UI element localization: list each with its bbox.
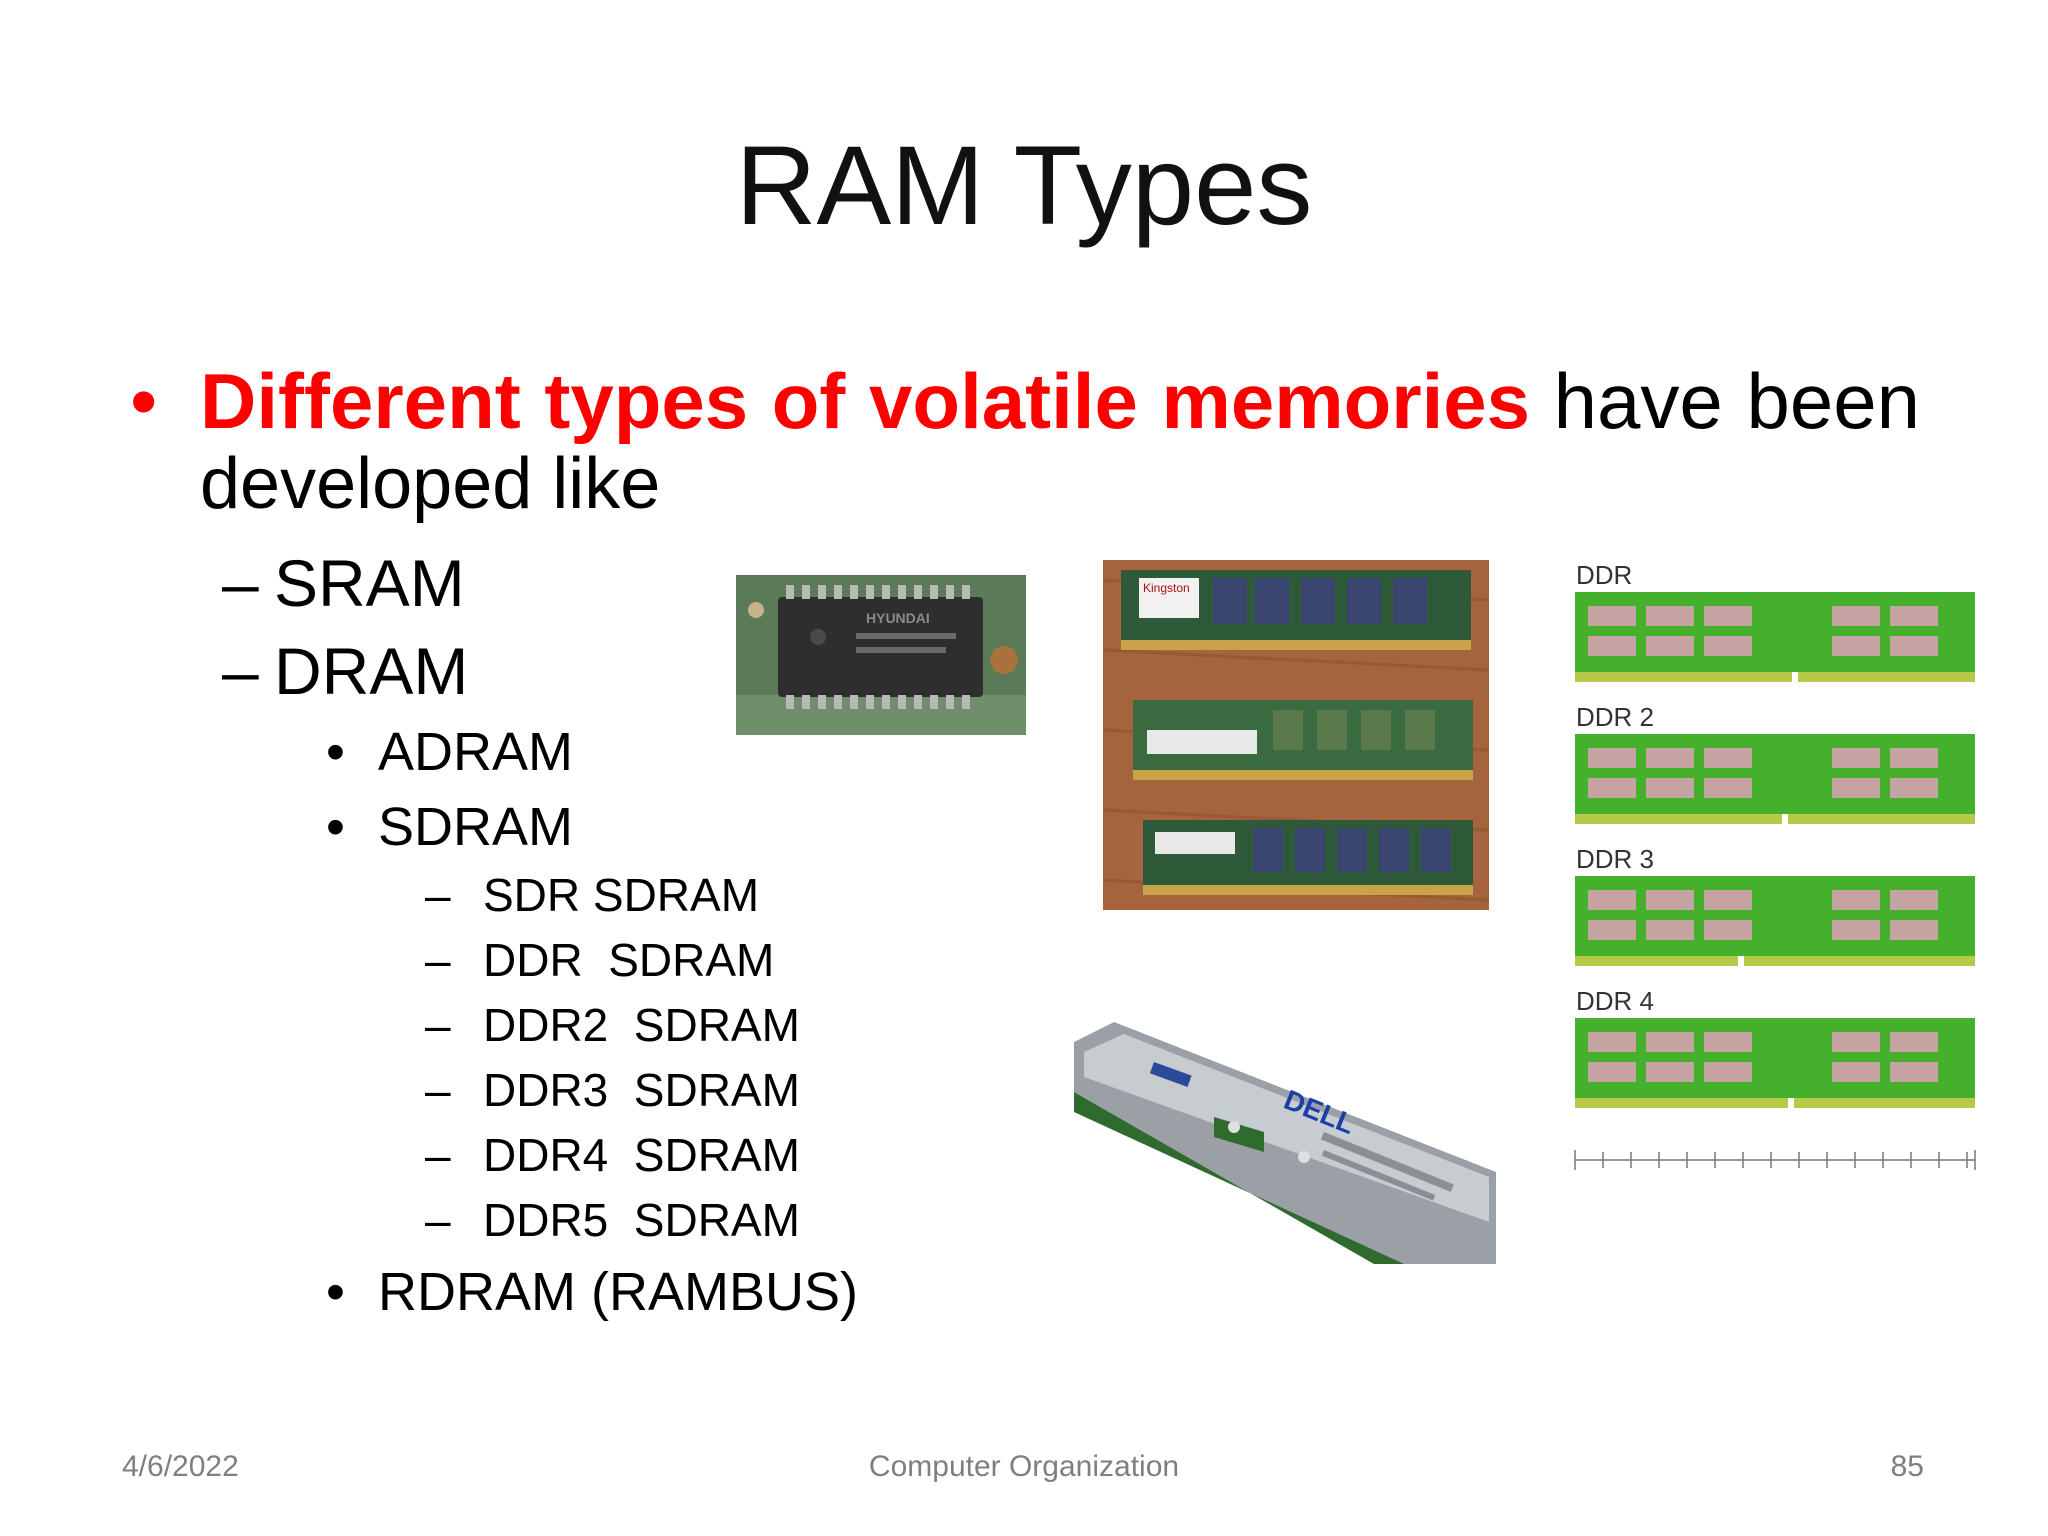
ddr-generations-diagram: DDR DDR 2 DDR 3 DDR 4: [1570, 560, 1980, 1180]
list-item-sdram: • SDRAM: [326, 797, 573, 857]
item-label: SDRAM: [378, 797, 574, 857]
item-label: DDR2 SDRAM: [483, 999, 800, 1051]
item-label: SRAM: [274, 546, 465, 620]
list-item-rdram: • RDRAM (RAMBUS): [326, 1262, 858, 1322]
ddr2-module: [1575, 734, 1975, 826]
item-label: DDR SDRAM: [483, 934, 775, 986]
item-label: SDR SDRAM: [483, 869, 760, 921]
slide-title: RAM Types: [735, 123, 1313, 248]
footer-date: 4/6/2022: [122, 1450, 239, 1483]
list-item-ddr-sdram: –DDR SDRAM: [425, 935, 774, 985]
ddr4-module: [1575, 1018, 1975, 1110]
dash-marker: –: [425, 1064, 451, 1116]
list-item-sram: –SRAM: [222, 548, 465, 618]
bullet-rest-text: have been: [1553, 357, 1920, 445]
list-item-ddr3-sdram: –DDR3 SDRAM: [425, 1065, 800, 1115]
dash-marker: –: [425, 869, 451, 921]
dash-marker: –: [425, 1129, 451, 1181]
list-item-adram: • ADRAM: [326, 722, 573, 782]
stick-brand-text: Kingston: [1143, 581, 1190, 595]
bullet-line2: developed like: [200, 444, 661, 524]
ddr2-label: DDR 2: [1576, 702, 1655, 732]
footer-page-number: 85: [1890, 1450, 1924, 1483]
ddr3-label: DDR 3: [1576, 844, 1655, 874]
list-item-dram: –DRAM: [222, 636, 468, 706]
sdram-sticks-image: Kingston: [1103, 560, 1489, 910]
dash-marker: –: [425, 934, 451, 986]
item-label: RDRAM (RAMBUS): [378, 1262, 858, 1322]
item-label: DDR3 SDRAM: [483, 1064, 800, 1116]
dash-marker: –: [425, 999, 451, 1051]
list-item-sdr-sdram: –SDR SDRAM: [425, 870, 759, 920]
main-bullet-text: Different types of volatile memories hav…: [200, 362, 1920, 440]
item-label: DRAM: [274, 634, 469, 708]
sram-chip-image: HYUNDAI: [736, 575, 1026, 735]
ddr-label: DDR: [1576, 560, 1633, 590]
list-item-ddr2-sdram: –DDR2 SDRAM: [425, 1000, 800, 1050]
dash-marker: –: [425, 1194, 451, 1246]
bullet-marker: •: [326, 797, 345, 857]
dash-marker: –: [222, 634, 259, 708]
bullet-marker: •: [326, 1262, 345, 1322]
item-label: DDR4 SDRAM: [483, 1129, 800, 1181]
rambus-module-image: DELL: [1074, 1022, 1496, 1264]
ddr4-label: DDR 4: [1576, 986, 1655, 1016]
ruler: [1574, 1150, 1976, 1170]
bullet-marker: •: [130, 357, 158, 445]
list-item-ddr4-sdram: –DDR4 SDRAM: [425, 1130, 800, 1180]
highlight-text: Different types of volatile memories: [200, 357, 1530, 445]
chip-brand-text: HYUNDAI: [866, 610, 930, 626]
bullet-marker: •: [326, 722, 345, 782]
list-item-ddr5-sdram: –DDR5 SDRAM: [425, 1195, 800, 1245]
dash-marker: –: [222, 546, 259, 620]
item-label: DDR5 SDRAM: [483, 1194, 800, 1246]
item-label: ADRAM: [378, 722, 574, 782]
ddr-module: [1575, 592, 1975, 684]
ddr3-module: [1575, 876, 1975, 968]
footer-course: Computer Organization: [868, 1450, 1180, 1483]
